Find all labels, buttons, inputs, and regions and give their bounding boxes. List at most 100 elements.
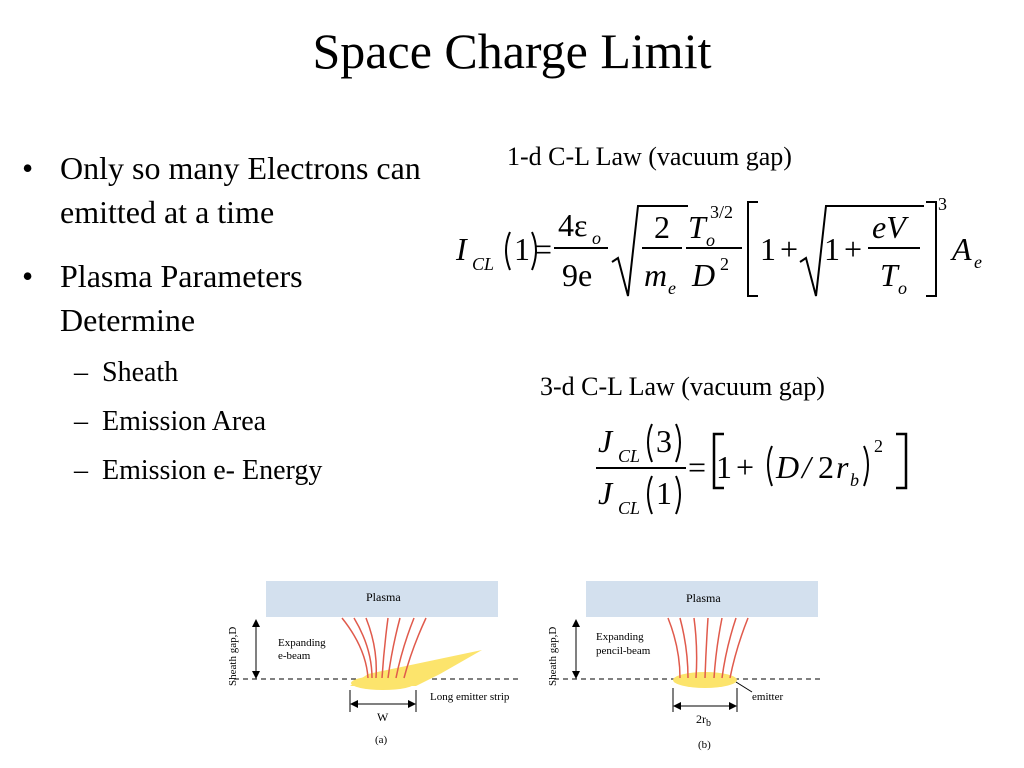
fig-a-width-label: W (377, 710, 389, 724)
figure-b: Plasma Sheath gap,D Expanding pencil-bea… (547, 581, 822, 751)
eq2-plus: + (736, 449, 754, 485)
fig-b-width-main: 2r (696, 712, 706, 726)
sub-bullet-marker: – (74, 455, 88, 486)
fig-b-panel-label: (b) (698, 739, 711, 751)
fig-b-width-sub: b (706, 718, 711, 729)
eq2-CL-top: CL (618, 446, 640, 466)
fig-a-plasma-box (266, 581, 498, 617)
bullet-text: Only so many Electrons can emitted at a … (60, 150, 421, 230)
slide-title: Space Charge Limit (312, 23, 712, 79)
fig-a-emitter-label: Long emitter strip (430, 691, 510, 703)
sub-bullet-marker: – (74, 357, 88, 388)
fig-a-beam-label2: e-beam (278, 650, 311, 662)
fig-a-gap-arrow-top (252, 619, 260, 627)
eq2-r-sub: b (850, 470, 859, 490)
fig-b-width-label: 2rb (696, 712, 711, 729)
eq1-rbracket (926, 201, 937, 297)
eq1-num1-sub: o (592, 228, 601, 248)
eq2-equals: = (688, 449, 706, 485)
bullet-marker: • (22, 150, 34, 186)
eq2-slash: / (800, 449, 814, 485)
eq2-formula: J CL 3 J CL 1 = 1 + D / 2 r b 2 (596, 423, 908, 518)
eq2-J-top: J (598, 423, 614, 459)
eq2-J-bot: J (598, 475, 614, 511)
eq2-arg1: 1 (656, 475, 672, 511)
eq1-arg: 1 (514, 231, 530, 267)
fig-b-emitter-label: emitter (752, 691, 783, 703)
sub-bullet-text: Sheath (102, 357, 179, 388)
fig-a-emitter-base (351, 676, 415, 690)
eq1-T2-sub: o (898, 278, 907, 298)
bullet-marker: • (22, 258, 34, 294)
eq1-caption: 1-d C-L Law (vacuum gap) (507, 142, 792, 171)
eq2-power: 2 (874, 436, 883, 456)
eq2-r: r (836, 449, 849, 485)
fig-a-beam-label1: Expanding (278, 637, 326, 649)
eq1-sqrt1 (611, 205, 688, 297)
eq2-CL-bot: CL (618, 498, 640, 518)
fig-a-gap-label: Sheath gap,D (227, 627, 239, 686)
fig-b-width-arrow-l (673, 702, 681, 710)
eq1-sqrt-num: 2 (654, 209, 670, 245)
bullet-text: Plasma Parameters Determine (60, 258, 303, 338)
fig-a-plasma-label: Plasma (366, 590, 401, 604)
eq1-A: A (950, 231, 972, 267)
eq1-plus-a: + (780, 231, 798, 267)
fig-b-plasma-box (586, 581, 818, 617)
eq1-I: I (455, 231, 468, 267)
fig-b-width-arrow-r (729, 702, 737, 710)
eq2-rparen-bot (675, 475, 681, 515)
eq1-equals: = (534, 231, 552, 267)
fig-b-beam-lines (667, 617, 749, 679)
eq2-D: D (775, 449, 799, 485)
eq2-rbracket (896, 432, 908, 490)
eq1-den1: 9e (562, 257, 592, 293)
bullet-item: • Only so many Electrons can emitted at … (22, 146, 462, 236)
sub-bullet-text: Emission e- Energy (102, 455, 323, 486)
eq1-plus-b: + (844, 231, 862, 267)
eq1-power: 3 (938, 194, 947, 214)
sub-bullet-text: Emission Area (102, 406, 267, 437)
eq1-sqrt-den-sub: e (668, 278, 676, 298)
eq1-lparen (505, 231, 511, 271)
eq2-lbracket (712, 432, 724, 490)
figure-a: Plasma Sheath gap,D Expanding e-beam Lon… (227, 581, 520, 746)
bullet-item: • Plasma Parameters Determine (22, 254, 462, 344)
eq2-lparen (767, 445, 773, 487)
fig-a-width-arrow-r (408, 700, 416, 708)
eq2-rparen-top (675, 423, 681, 463)
eq1-T-sub: o (706, 230, 715, 250)
eq1-one-b: 1 (824, 231, 840, 267)
eq1-CL-sub: CL (472, 254, 494, 274)
eq1-A-sub: e (974, 252, 982, 272)
eq1-eV: eV (872, 209, 909, 245)
eq1-sqrt2 (799, 205, 924, 297)
eq2-two: 2 (818, 449, 834, 485)
eq1-lbracket (747, 201, 758, 297)
sub-bullet-marker: – (74, 406, 88, 437)
eq1-num1: 4ε (558, 207, 587, 243)
fig-b-gap-arrow-bot (572, 671, 580, 679)
eq1-formula: I CL 1 = 4ε o 9e 2 m e T o 3/2 D 2 1 + 1… (455, 194, 982, 298)
eq2-lparen-bot (647, 475, 653, 515)
eq2-one: 1 (716, 449, 732, 485)
eq1-T-sup: 3/2 (710, 202, 733, 222)
eq1-D: D (691, 257, 715, 293)
eq1-T2: T (880, 257, 900, 293)
fig-b-emitter-leader (735, 681, 753, 693)
eq1-D-sup: 2 (720, 254, 729, 274)
eq1-one-a: 1 (760, 231, 776, 267)
fig-b-beam-label2: pencil-beam (596, 645, 651, 657)
fig-a-beam-lines (341, 617, 427, 679)
fig-a-width-arrow-l (350, 700, 358, 708)
eq1-T: T (688, 209, 708, 245)
eq2-lparen-top (647, 423, 653, 463)
eq1-sqrt-den: m (644, 257, 667, 293)
eq1-rparen (531, 231, 537, 271)
fig-a-panel-label: (a) (375, 734, 388, 746)
fig-b-beam-label1: Expanding (596, 631, 644, 643)
eq2-caption: 3-d C-L Law (vacuum gap) (540, 372, 825, 401)
eq2-arg3: 3 (656, 423, 672, 459)
fig-b-plasma-label: Plasma (686, 591, 721, 605)
fig-b-emitter (673, 672, 737, 688)
